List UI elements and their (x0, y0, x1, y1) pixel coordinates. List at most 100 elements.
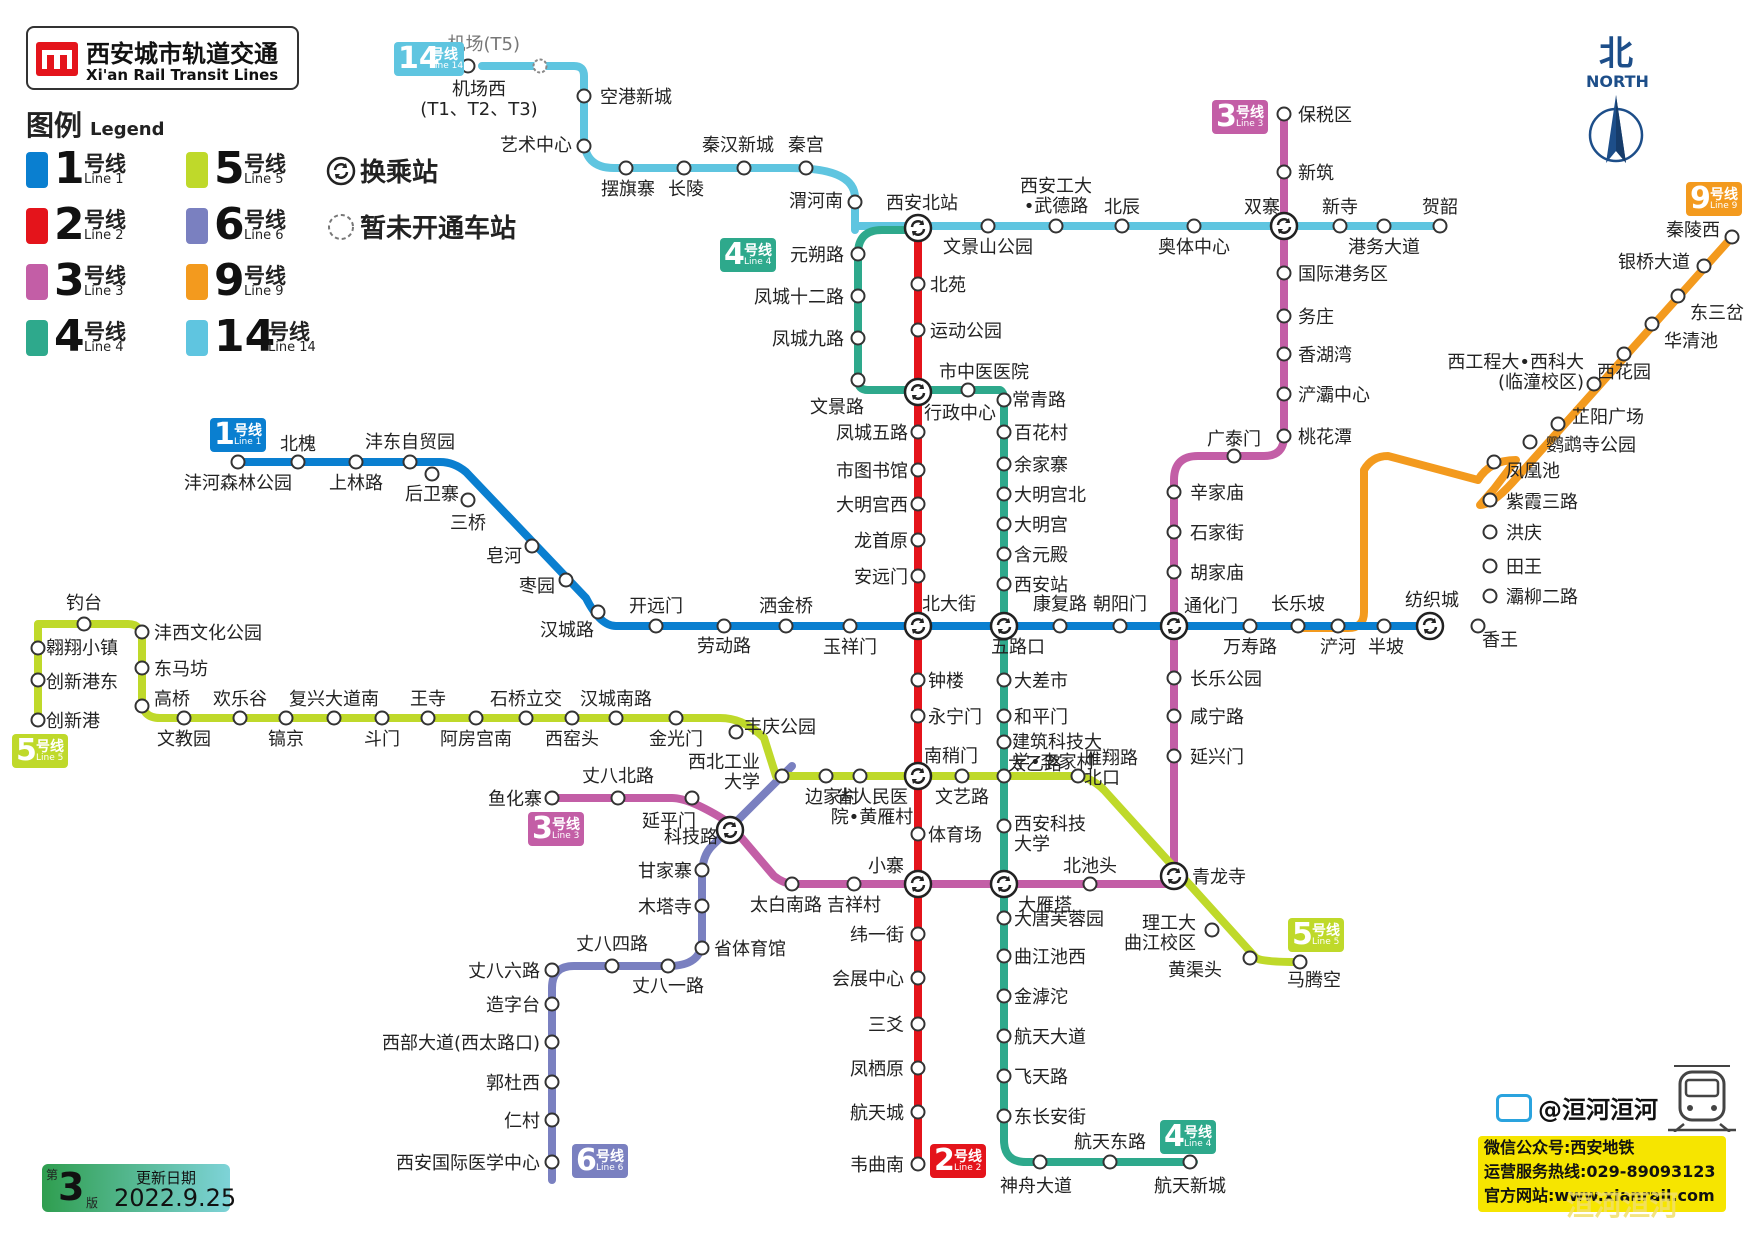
station-marker[interactable] (1276, 164, 1292, 180)
station-marker[interactable] (684, 790, 700, 806)
station-marker[interactable] (564, 710, 580, 726)
station-marker[interactable] (1166, 670, 1182, 686)
station-marker[interactable] (660, 958, 676, 974)
station-marker[interactable] (842, 618, 858, 634)
station-marker[interactable] (232, 710, 248, 726)
station-marker[interactable] (910, 1104, 926, 1120)
station-marker[interactable] (1482, 558, 1498, 574)
station-marker[interactable] (610, 790, 626, 806)
station-marker[interactable] (1048, 218, 1064, 234)
station-marker[interactable] (134, 660, 150, 676)
station-marker[interactable] (1112, 618, 1128, 634)
station-marker[interactable] (910, 532, 926, 548)
station-marker[interactable] (1242, 950, 1258, 966)
station-marker[interactable] (1482, 588, 1498, 604)
station-marker[interactable] (1376, 218, 1392, 234)
station-marker[interactable] (716, 618, 732, 634)
station-marker[interactable] (544, 1034, 560, 1050)
station-marker[interactable] (544, 1074, 560, 1090)
transfer-station-icon[interactable] (903, 377, 933, 407)
transfer-station-icon[interactable] (989, 869, 1019, 899)
station-marker[interactable] (850, 246, 866, 262)
station-marker[interactable] (648, 618, 664, 634)
station-marker[interactable] (1242, 618, 1258, 634)
station-marker[interactable] (1052, 618, 1068, 634)
station-marker[interactable] (996, 672, 1012, 688)
station-marker[interactable] (996, 1028, 1012, 1044)
station-marker[interactable] (996, 910, 1012, 926)
station-marker[interactable] (604, 958, 620, 974)
station-marker[interactable] (460, 492, 476, 508)
station-marker[interactable] (590, 604, 606, 620)
station-marker[interactable] (1644, 316, 1660, 332)
station-marker[interactable] (676, 160, 692, 176)
station-marker[interactable] (996, 576, 1012, 592)
station-marker[interactable] (736, 160, 752, 176)
station-marker[interactable] (1522, 434, 1538, 450)
station-marker[interactable] (618, 160, 634, 176)
station-marker[interactable] (1292, 954, 1308, 970)
station-marker[interactable] (1376, 618, 1392, 634)
station-marker[interactable] (996, 486, 1012, 502)
transfer-station-icon[interactable] (1415, 611, 1445, 641)
station-marker[interactable] (996, 988, 1012, 1004)
station-marker[interactable] (1070, 768, 1086, 784)
station-marker[interactable] (996, 734, 1012, 750)
station-marker[interactable] (1114, 218, 1130, 234)
station-marker[interactable] (1432, 218, 1448, 234)
station-marker[interactable] (784, 876, 800, 892)
station-marker[interactable] (1276, 265, 1292, 281)
station-marker[interactable] (290, 454, 306, 470)
station-marker[interactable] (1290, 618, 1306, 634)
station-marker[interactable] (1186, 218, 1202, 234)
station-marker[interactable] (1166, 484, 1182, 500)
station-marker[interactable] (1616, 346, 1632, 362)
station-marker[interactable] (910, 568, 926, 584)
station-marker[interactable] (544, 1154, 560, 1170)
station-marker[interactable] (1482, 492, 1498, 508)
station-marker[interactable] (996, 1108, 1012, 1124)
station-marker[interactable] (694, 940, 710, 956)
station-marker[interactable] (910, 672, 926, 688)
transfer-station-icon[interactable] (903, 761, 933, 791)
station-marker[interactable] (1166, 564, 1182, 580)
station-marker[interactable] (1550, 416, 1566, 432)
station-marker[interactable] (980, 218, 996, 234)
transfer-station-icon[interactable] (903, 869, 933, 899)
station-marker[interactable] (1482, 524, 1498, 540)
station-marker[interactable] (1204, 922, 1220, 938)
station-marker[interactable] (402, 454, 418, 470)
station-marker[interactable] (798, 160, 814, 176)
station-marker[interactable] (910, 926, 926, 942)
station-marker[interactable] (134, 698, 150, 714)
station-marker[interactable] (996, 516, 1012, 532)
station-marker[interactable] (910, 1156, 926, 1172)
station-marker[interactable] (996, 1068, 1012, 1084)
station-marker[interactable] (996, 768, 1012, 784)
station-marker[interactable] (910, 826, 926, 842)
station-marker[interactable] (996, 708, 1012, 724)
station-marker[interactable] (1586, 376, 1602, 392)
station-marker[interactable] (668, 710, 684, 726)
station-marker[interactable] (1724, 229, 1740, 245)
station-marker[interactable] (774, 768, 790, 784)
station-marker[interactable] (1332, 218, 1348, 234)
station-marker[interactable] (728, 724, 744, 740)
station-marker[interactable] (847, 194, 863, 210)
station-marker[interactable] (1226, 448, 1242, 464)
station-marker[interactable] (30, 712, 46, 728)
station-marker[interactable] (1102, 1154, 1118, 1170)
station-marker[interactable] (694, 862, 710, 878)
station-marker[interactable] (30, 640, 46, 656)
station-marker[interactable] (30, 672, 46, 688)
station-marker[interactable] (1276, 346, 1292, 362)
station-marker[interactable] (468, 710, 484, 726)
station-marker[interactable] (1330, 618, 1346, 634)
station-marker[interactable] (846, 876, 862, 892)
station-marker[interactable] (1486, 454, 1502, 470)
station-marker[interactable] (850, 330, 866, 346)
station-marker[interactable] (960, 382, 976, 398)
station-marker[interactable] (850, 372, 866, 388)
transfer-station-icon[interactable] (1159, 861, 1189, 891)
station-marker[interactable] (524, 538, 540, 554)
